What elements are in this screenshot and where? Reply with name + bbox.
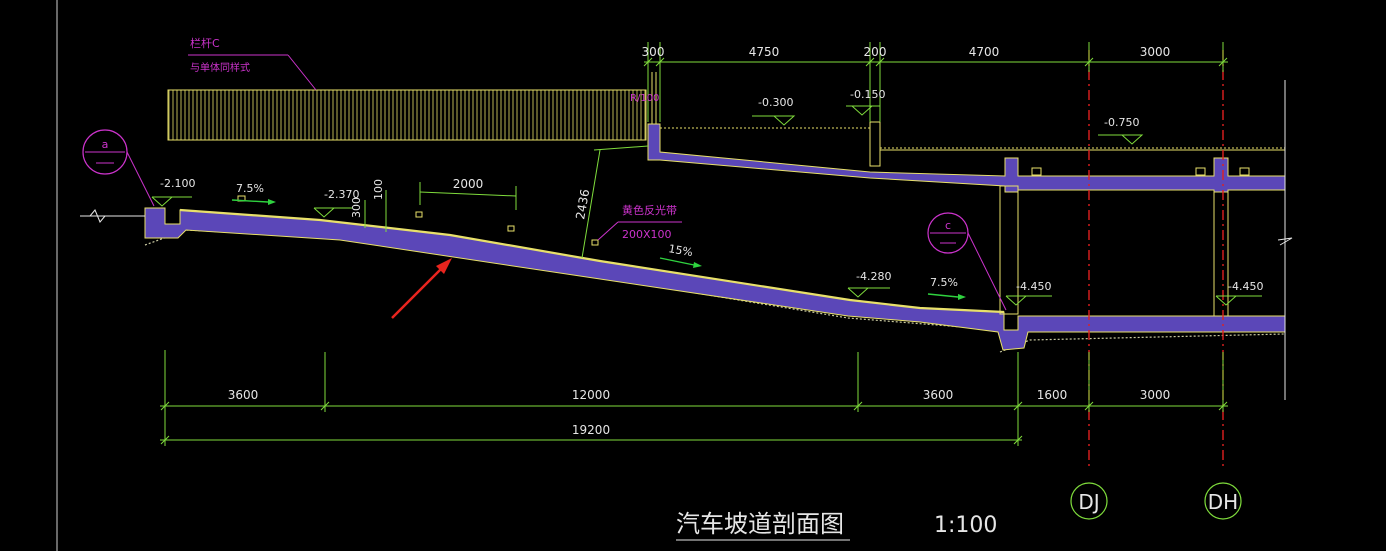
bottom-dimension-chain — [160, 350, 1228, 446]
dim-top-4700: 4700 — [969, 45, 1000, 59]
inline-dimension-300-100: 300 100 — [350, 179, 387, 232]
elevation-text-1: -2.100 — [160, 177, 195, 190]
drawing-scale: 1:100 — [934, 513, 997, 538]
slope-text-2: 15% — [667, 242, 693, 259]
dim-top-3000: 3000 — [1140, 45, 1171, 59]
elevation-text-2: -2.370 — [324, 188, 359, 201]
elevation-marker-2: -2.370 — [313, 188, 359, 218]
reflector-label-1: 黄色反光带 — [622, 203, 677, 217]
curb-annotation: R/100 — [630, 93, 659, 104]
railing-label-1: 栏杆C — [190, 36, 220, 50]
axis-lines — [1088, 50, 1224, 470]
slope-indicator-3: 7.5% — [927, 276, 966, 300]
bottom-dimension-texts: 3600 12000 3600 1600 3000 19200 — [228, 388, 1171, 437]
detail-callout-c: c — [927, 212, 1007, 311]
dim-bottom-3000: 3000 — [1140, 388, 1171, 402]
slope-text-1: 7.5% — [236, 182, 264, 195]
elevation-text-5: -0.750 — [1104, 116, 1139, 129]
top-dimension-texts: 300 4750 200 4700 3000 — [642, 45, 1171, 59]
dim-total-19200: 19200 — [572, 423, 610, 437]
reflector-marks — [237, 195, 599, 246]
red-pointer-arrow — [391, 258, 452, 319]
slope-text-3: 7.5% — [930, 276, 958, 289]
dim-bottom-3600-a: 3600 — [228, 388, 259, 402]
inline-dimension-2436: 2436 — [573, 145, 649, 259]
dim-bottom-1600: 1600 — [1037, 388, 1068, 402]
ramp-slab — [144, 207, 1286, 351]
elevation-text-7: -4.450 — [1016, 280, 1051, 293]
railing-label-2: 与单体同样式 — [190, 61, 250, 74]
detail-c-label: c — [945, 219, 951, 232]
dim-top-200: 200 — [864, 45, 887, 59]
detail-callout-a: a — [82, 129, 155, 207]
elevation-marker-8: -4.450 — [1215, 280, 1263, 306]
slope-indicator-2: 15% — [659, 242, 702, 268]
dim-bottom-3600-b: 3600 — [923, 388, 954, 402]
dim-bottom-12000: 12000 — [572, 388, 610, 402]
break-line-left — [80, 209, 145, 223]
elevation-marker-6: -4.280 — [847, 270, 891, 298]
elevation-marker-1: -2.100 — [151, 177, 195, 207]
dim-top-4750: 4750 — [749, 45, 780, 59]
elevation-marker-3: -0.300 — [752, 96, 796, 126]
detail-a-label: a — [102, 138, 109, 151]
drawing-title: 汽车坡道剖面图 — [676, 510, 844, 538]
drawing-title-block: 汽车坡道剖面图 1:100 — [676, 510, 997, 541]
top-dimension-chain — [643, 42, 1228, 122]
dim-2000: 2000 — [453, 177, 484, 191]
inline-dimension-2000: 2000 — [419, 177, 517, 210]
dim-top-300: 300 — [642, 45, 665, 59]
axis-bubble-dj: DJ — [1070, 482, 1108, 520]
curb-note: R/100 — [630, 93, 659, 104]
axis-label-dj: DJ — [1078, 490, 1099, 514]
railing-annotation: 栏杆C 与单体同样式 — [188, 36, 317, 91]
elevation-text-3: -0.300 — [758, 96, 793, 109]
axis-bubble-dh: DH — [1204, 482, 1242, 520]
elevation-marker-5: -0.750 — [1098, 116, 1144, 145]
reflector-label-2: 200X100 — [622, 228, 672, 241]
axis-label-dh: DH — [1208, 490, 1238, 514]
railing — [167, 89, 647, 141]
break-line-right — [1277, 80, 1293, 400]
elevation-text-8: -4.450 — [1228, 280, 1263, 293]
dim-2436: 2436 — [573, 188, 592, 221]
reflector-annotation: 黄色反光带 200X100 — [597, 203, 682, 241]
elevation-marker-4: -0.150 — [846, 88, 885, 116]
upper-slab — [647, 72, 1286, 317]
elevation-marker-7: -4.450 — [1005, 280, 1052, 306]
dim-100: 100 — [372, 179, 385, 200]
dim-300: 300 — [350, 197, 363, 218]
elevation-text-4: -0.150 — [850, 88, 885, 101]
slope-indicator-1: 7.5% — [231, 182, 276, 205]
elevation-text-6: -4.280 — [856, 270, 891, 283]
